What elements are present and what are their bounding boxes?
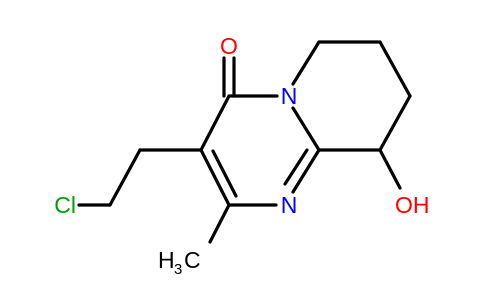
bond-c2-methyl	[208, 203, 231, 244]
bond-c8-c7	[378, 40, 412, 98]
methyl-c: C	[184, 247, 201, 273]
methyl-group-label: H 3 C	[158, 247, 201, 278]
bond-c6-n	[291, 40, 321, 86]
atom-chlorine: Cl	[54, 192, 76, 218]
atom-oxygen-carbonyl: O	[220, 33, 238, 59]
methyl-subscript: 3	[174, 261, 182, 278]
bond-c9-oh	[378, 148, 402, 190]
atom-labels: O N N Cl OH H 3 C	[54, 33, 429, 278]
atom-hydroxyl: OH	[395, 192, 430, 218]
bonds	[77, 40, 412, 244]
atom-nitrogen-imine: N	[281, 192, 298, 218]
bond-n-c8a-double-a	[291, 148, 321, 194]
bond-ch2-ch2	[108, 148, 142, 207]
atom-nitrogen-junction: N	[281, 83, 298, 109]
bond-c4-c3	[199, 94, 231, 152]
bond-c3-c2-b	[211, 149, 238, 198]
bond-c9-c8	[378, 94, 412, 152]
bond-c3-c2-a	[199, 148, 231, 207]
bond-n-c8a	[291, 106, 321, 152]
bond-n-c8a-double-b	[283, 148, 309, 186]
methyl-h: H	[158, 247, 175, 273]
